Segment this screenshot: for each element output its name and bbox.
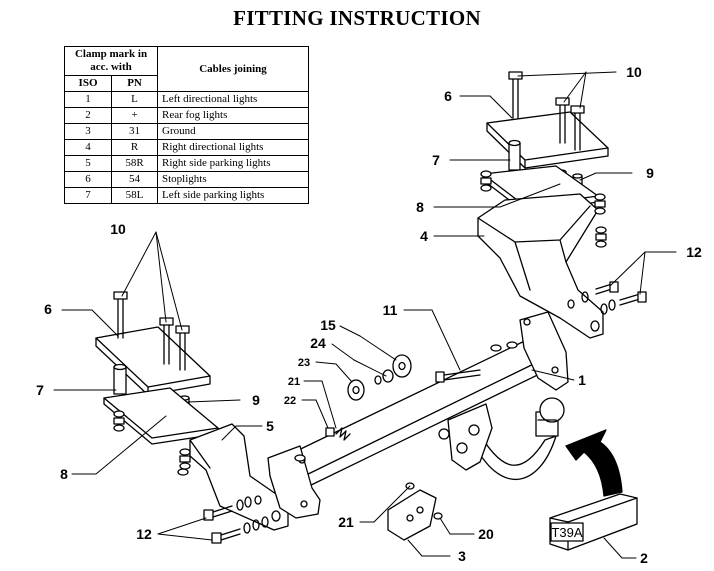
left-bolts bbox=[113, 291, 190, 371]
label-2: 2 bbox=[640, 550, 648, 566]
label-12-right: 12 bbox=[686, 244, 702, 260]
label-5: 5 bbox=[266, 418, 274, 434]
left-nuts-washers bbox=[113, 410, 191, 476]
callout-labels: 10 6 7 9 8 4 12 10 6 7 9 8 5 12 11 15 24… bbox=[36, 64, 702, 566]
arrow-to-ball bbox=[565, 429, 623, 497]
label-7-left: 7 bbox=[36, 382, 44, 398]
left-side-bracket bbox=[189, 423, 289, 531]
page-title: FITTING INSTRUCTION bbox=[233, 6, 481, 30]
center-bolt bbox=[435, 369, 481, 383]
nut-22 bbox=[325, 427, 335, 437]
tow-ball bbox=[535, 397, 565, 437]
right-nuts-washers bbox=[480, 170, 607, 248]
label-1: 1 bbox=[578, 372, 586, 388]
table-row: 5 58R Right side parking lights bbox=[63, 155, 309, 172]
right-side-bracket bbox=[477, 193, 604, 339]
label-11: 11 bbox=[383, 302, 398, 318]
desc-cell: Left side parking lights bbox=[157, 187, 309, 204]
label-22: 22 bbox=[284, 395, 296, 407]
label-8-right: 8 bbox=[416, 199, 424, 215]
label-6-right: 6 bbox=[444, 88, 452, 104]
label-10-left: 10 bbox=[110, 221, 126, 237]
label-4: 4 bbox=[420, 228, 428, 244]
table-header-row: Clamp mark in acc. with Cables joining bbox=[64, 46, 309, 92]
washer-23 bbox=[347, 379, 365, 401]
ident-plate: T39A bbox=[549, 493, 638, 551]
header-cables-joining: Cables joining bbox=[157, 46, 309, 92]
table-row: 7 58L Left side parking lights bbox=[63, 187, 309, 204]
iso-cell: 7 bbox=[63, 187, 113, 204]
label-9-left: 9 bbox=[252, 392, 260, 408]
leader-lines bbox=[53, 71, 677, 559]
right-bolts bbox=[508, 71, 585, 151]
label-8-left: 8 bbox=[60, 466, 68, 482]
label-10-right: 10 bbox=[626, 64, 642, 80]
label-7-right: 7 bbox=[432, 152, 440, 168]
washer-24 bbox=[374, 354, 412, 385]
spring-washer-21 bbox=[335, 427, 351, 441]
label-21-upper: 21 bbox=[288, 376, 300, 388]
table-row: 4 R Right directional lights bbox=[63, 139, 309, 156]
iso-cell: 4 bbox=[63, 139, 113, 156]
label-3: 3 bbox=[458, 548, 466, 564]
wiring-table: Clamp mark in acc. with Cables joining I… bbox=[63, 46, 309, 204]
label-12-left: 12 bbox=[136, 526, 152, 542]
desc-cell: Stoplights bbox=[157, 171, 309, 188]
label-15: 15 bbox=[320, 317, 336, 333]
label-6-left: 6 bbox=[44, 301, 52, 317]
label-9-right: 9 bbox=[646, 165, 654, 181]
plate-text: T39A bbox=[551, 525, 582, 540]
socket-bracket bbox=[387, 482, 443, 541]
label-21-lower: 21 bbox=[338, 514, 354, 530]
right-side-bolts bbox=[581, 281, 647, 315]
header-pn: PN bbox=[111, 75, 158, 92]
header-clamp-mark: Clamp mark in acc. with bbox=[64, 46, 158, 76]
right-end-plate bbox=[519, 311, 569, 391]
left-side-bolts bbox=[203, 496, 269, 544]
pn-cell: 58R bbox=[111, 155, 158, 172]
desc-cell: Right directional lights bbox=[157, 139, 309, 156]
label-24: 24 bbox=[310, 335, 326, 351]
left-counter-plate bbox=[95, 326, 211, 396]
beam-nuts bbox=[294, 341, 518, 462]
socket-mount-plate bbox=[438, 403, 493, 471]
table-row: 6 54 Stoplights bbox=[63, 171, 309, 188]
desc-cell: Right side parking lights bbox=[157, 155, 309, 172]
label-20: 20 bbox=[478, 526, 494, 542]
label-23: 23 bbox=[298, 357, 310, 369]
